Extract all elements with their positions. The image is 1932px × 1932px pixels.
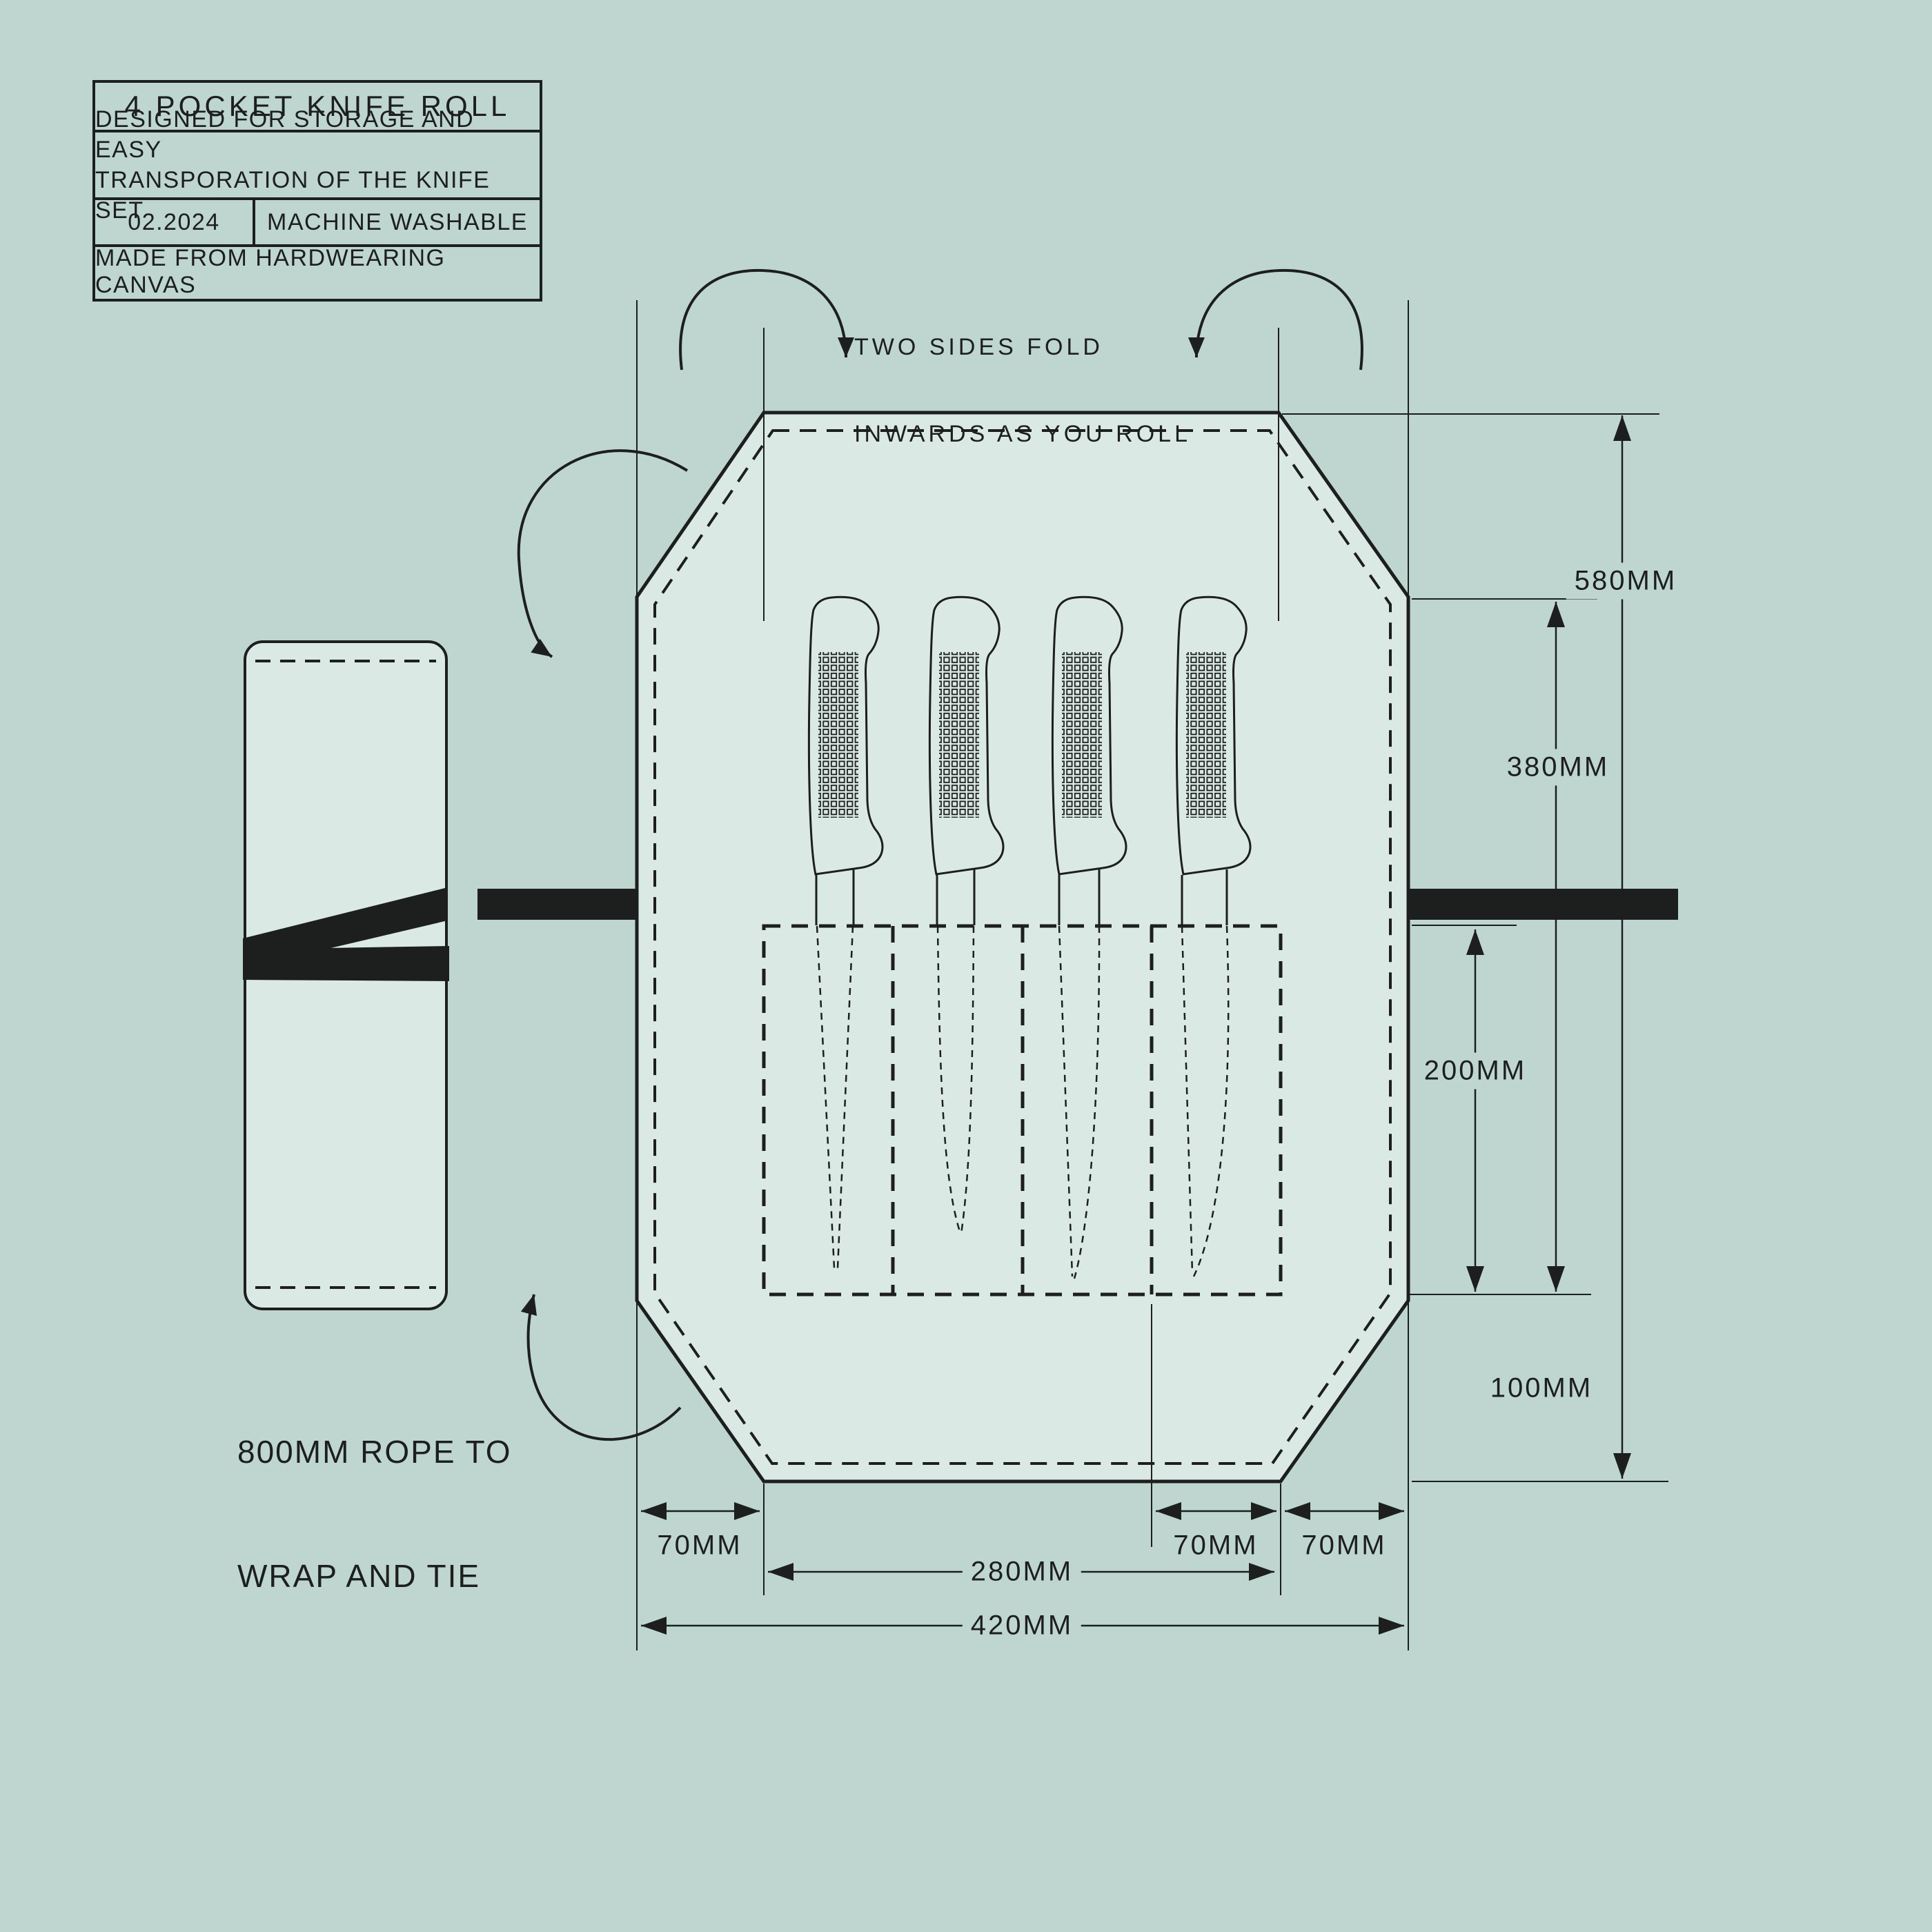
rope-strap-right xyxy=(1410,889,1678,920)
knife-2-blade xyxy=(936,869,976,925)
title-block: 4 POCKET KNIFE ROLL DESIGNED FOR STORAGE… xyxy=(92,80,542,302)
dim-label-420: 420MM xyxy=(962,1607,1082,1644)
dim-label-70-mid: 70MM xyxy=(1173,1530,1259,1561)
knife-set xyxy=(807,595,1252,1279)
rolled-seam-stitching xyxy=(255,660,436,1289)
dim-label-100: 100MM xyxy=(1490,1372,1593,1403)
wash-label: MACHINE WASHABLE xyxy=(267,208,528,235)
fold-note-line-2: INWARDS AS YOU ROLL xyxy=(854,421,1191,447)
knife-1-grip-texture xyxy=(818,652,858,818)
dim-label-200: 200MM xyxy=(1415,1052,1535,1090)
flap-note-top-line-1: AP FOLDS xyxy=(474,792,647,796)
page-title: 4 POCKET KNIFE ROLL xyxy=(124,90,511,122)
knife-4 xyxy=(1175,595,1252,1277)
rope-note: 800MM ROPE TO WRAP AND TIE xyxy=(237,1348,512,1679)
knife-2-blade-hidden xyxy=(936,925,975,1234)
fold-note: TWO SIDES FOLD INWARDS AS YOU ROLL xyxy=(854,275,1191,506)
dim-label-280: 280MM xyxy=(962,1553,1082,1590)
description-row: DESIGNED FOR STORAGE AND EASY TRANSPORAT… xyxy=(95,106,540,224)
roll-outline xyxy=(635,411,1410,1483)
wash-cell: MACHINE WASHABLE xyxy=(255,200,540,244)
date-label: 02.2024 xyxy=(128,208,220,235)
flap-arrow-bottom xyxy=(520,1294,682,1441)
flap-note-bottom: AP FOLDS S xyxy=(474,1169,647,1256)
title-row: 4 POCKET KNIFE ROLL xyxy=(95,83,540,130)
rope-note-line-2: WRAP AND TIE xyxy=(237,1558,481,1594)
knife-2 xyxy=(928,595,1005,1234)
rope-strap-left xyxy=(477,889,638,920)
seam-dashed-border xyxy=(653,429,1392,1465)
knife-3 xyxy=(1051,595,1127,1279)
rolled-side-view xyxy=(243,640,449,1310)
dim-label-580: 580MM xyxy=(1566,562,1686,600)
pocket-panel xyxy=(762,924,1283,1297)
rope-note-line-1: 800MM ROPE TO xyxy=(237,1434,512,1470)
knife-4-blade-hidden xyxy=(1181,925,1230,1277)
fold-arrow-left xyxy=(679,268,854,371)
flap-note-top: AP FOLDS ANDLES xyxy=(474,709,647,796)
flap-arrow-top xyxy=(517,449,689,658)
extension-lines xyxy=(636,300,1668,1650)
fold-note-line-1: TWO SIDES FOLD xyxy=(854,334,1103,360)
instruction-arrows xyxy=(517,268,1363,1441)
fold-arrow-right xyxy=(1188,268,1363,371)
knife-2-grip-texture xyxy=(939,652,979,818)
dim-label-380: 380MM xyxy=(1498,749,1618,786)
knife-1 xyxy=(807,595,884,1269)
material-label: MADE FROM HARDWEARING CANVAS xyxy=(95,244,446,298)
knife-3-blade xyxy=(1058,869,1101,925)
knife-3-blade-hidden xyxy=(1058,925,1101,1279)
knife-4-grip-texture xyxy=(1186,652,1226,818)
knife-4-blade xyxy=(1181,869,1228,925)
knife-3-grip-texture xyxy=(1062,652,1102,818)
rope-tie-upper-end xyxy=(243,887,448,969)
pocket-dividers xyxy=(891,926,1154,1294)
meta-row: 02.2024 MACHINE WASHABLE xyxy=(95,197,540,244)
dim-label-70-right: 70MM xyxy=(1301,1530,1387,1561)
rope-tie-lower-end xyxy=(243,946,449,981)
fold-crease-lines xyxy=(763,328,1279,621)
dim-label-70-left: 70MM xyxy=(657,1530,742,1561)
description-line-2: TRANSPORATION OF THE KNIFE SET xyxy=(95,167,491,224)
description-line-1: DESIGNED FOR STORAGE AND EASY xyxy=(95,106,475,163)
knife-1-blade xyxy=(815,869,855,925)
date-cell: 02.2024 xyxy=(95,200,255,244)
material-row: MADE FROM HARDWEARING CANVAS xyxy=(95,244,540,298)
flap-note-bottom-line-1: AP FOLDS xyxy=(474,1252,647,1256)
